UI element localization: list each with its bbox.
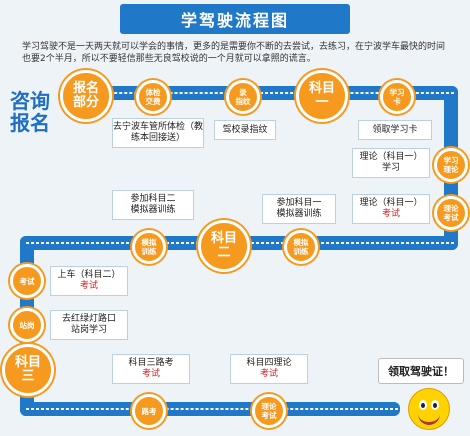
smiley-eye-left [419,400,427,410]
node-baoming: 报名 部分 [60,70,112,122]
track-dash-3 [26,408,398,410]
box-tijian: 去宁波车管所体检（教练本回接送） [112,118,204,148]
box-shangche: 上车（科目二） 考试 [50,266,128,296]
box-zhiwen: 驾校录指纹 [214,120,276,140]
box-moni2: 参加科目二 模拟器训练 [112,190,194,220]
box-lilun-xuexi: 理论（科目一） 学习 [352,148,430,178]
smiley-eye-right [431,400,439,410]
box-kemu3: 科目三路考 考试 [112,354,190,384]
box-lilun-kaoshi: 理论（科目一） 考试 [352,194,430,224]
node-xuexi-ka: 学习 卡 [380,80,414,114]
side-title: 咨询报名 [10,89,50,135]
box-moni1: 参加科目一 模拟器训练 [262,194,336,224]
node-kemu2: 科目 二 [198,220,250,272]
box-lingqu-ka: 领取学习卡 [358,120,432,140]
page-title: 学驾驶流程图 [120,4,350,34]
node-xuexi-lilun: 学习 理论 [434,148,468,182]
node-lilun-kaoshi-2: 理论 考试 [252,394,286,428]
box-zhangang: 去红绿灯路口 站岗学习 [50,310,128,340]
node-zhangang: 站岗 [10,308,44,342]
smiley-icon [408,388,450,430]
box-kemu4: 科目四理论 考试 [230,354,308,384]
node-moni-2: 模拟 训练 [132,230,166,264]
smiley-mouth [418,411,440,425]
node-kemu1: 科目 一 [296,70,348,122]
node-lukao: 路考 [132,394,166,428]
intro-text: 学习驾驶不是一天两天就可以学会的事情，更多的是需要你不断的去尝试，去练习，在宁波… [22,42,446,64]
certificate-label: 领取驾驶证！ [378,358,464,384]
node-kaoshi: 考试 [10,264,44,298]
node-zhiwen: 录 指纹 [226,80,260,114]
node-tijian: 体检 交费 [136,80,170,114]
node-lilun-kaoshi: 理论 考试 [434,196,468,230]
node-kemu3: 科目 三 [2,344,54,396]
node-moni-1: 模拟 训练 [284,230,318,264]
